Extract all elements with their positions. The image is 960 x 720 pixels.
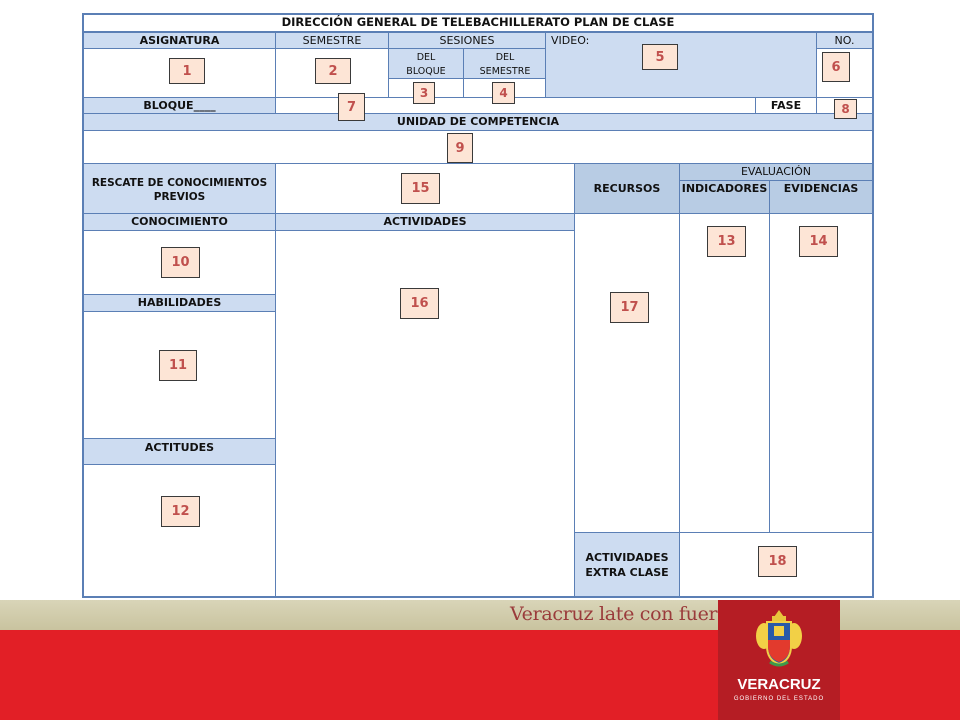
unidad-value[interactable] xyxy=(83,130,873,164)
marker-2: 2 xyxy=(315,58,351,84)
sesiones-label: SESIONES xyxy=(439,34,495,47)
unidad-label: UNIDAD DE COMPETENCIA xyxy=(396,115,560,128)
marker-15: 15 xyxy=(401,173,440,204)
video-label: VIDEO: xyxy=(551,34,590,47)
indicadores-label: INDICADORES xyxy=(681,182,768,195)
actitudes-header xyxy=(83,438,276,465)
no-label: NO. xyxy=(834,34,855,47)
marker-12: 12 xyxy=(161,496,200,527)
del-bloque-label: DEL BLOQUE xyxy=(406,52,446,77)
logo-title: VERACRUZ xyxy=(737,676,821,693)
habilidades-label: HABILIDADES xyxy=(137,296,222,309)
actividades-value[interactable] xyxy=(275,230,575,597)
evaluacion-label: EVALUACIÓN xyxy=(740,165,812,178)
actitudes-label: ACTITUDES xyxy=(144,441,215,454)
plan-de-clase-form: DIRECCIÓN GENERAL DE TELEBACHILLERATO PL… xyxy=(82,13,874,598)
marker-13: 13 xyxy=(707,226,746,257)
bloque-label: BLOQUE____ xyxy=(143,99,216,112)
rescate-label: RESCATE DE CONOCIMIENTOS PREVIOS xyxy=(91,177,268,203)
evidencias-label: EVIDENCIAS xyxy=(783,182,859,195)
form-title: DIRECCIÓN GENERAL DE TELEBACHILLERATO PL… xyxy=(281,15,675,29)
recursos-value[interactable] xyxy=(574,213,680,533)
logo-subtitle: GOBIERNO DEL ESTADO xyxy=(733,696,825,702)
marker-4: 4 xyxy=(492,82,515,104)
semestre-label: SEMESTRE xyxy=(302,34,362,47)
marker-5: 5 xyxy=(642,44,678,70)
marker-3: 3 xyxy=(413,82,435,104)
marker-9: 9 xyxy=(447,133,473,163)
extra-clase-label: ACTIVIDADES EXTRA CLASE xyxy=(585,551,669,579)
marker-7: 7 xyxy=(338,93,365,121)
footer-slogan: Veracruz late con fuerza xyxy=(510,603,739,625)
asignatura-label: ASIGNATURA xyxy=(139,34,220,47)
coat-of-arms-icon xyxy=(756,610,802,667)
actividades-label: ACTIVIDADES xyxy=(383,215,467,228)
title-row xyxy=(83,14,873,32)
del-semestre-label: DEL SEMESTRE xyxy=(479,52,531,77)
marker-14: 14 xyxy=(799,226,838,257)
marker-1: 1 xyxy=(169,58,205,84)
indicadores-value[interactable] xyxy=(679,213,770,533)
conocimiento-label: CONOCIMIENTO xyxy=(131,215,228,228)
marker-17: 17 xyxy=(610,292,649,323)
actitudes-value[interactable] xyxy=(83,464,276,597)
marker-18: 18 xyxy=(758,546,797,577)
marker-6: 6 xyxy=(822,52,850,82)
marker-16: 16 xyxy=(400,288,439,319)
evidencias-value[interactable] xyxy=(769,213,873,533)
veracruz-logo xyxy=(718,600,840,720)
marker-10: 10 xyxy=(161,247,200,278)
marker-11: 11 xyxy=(159,350,197,381)
marker-8: 8 xyxy=(834,99,857,119)
del-semestre-header xyxy=(463,48,546,79)
extra-clase-value[interactable] xyxy=(679,532,873,597)
fase-label: FASE xyxy=(770,99,802,112)
recursos-label: RECURSOS xyxy=(593,182,661,195)
